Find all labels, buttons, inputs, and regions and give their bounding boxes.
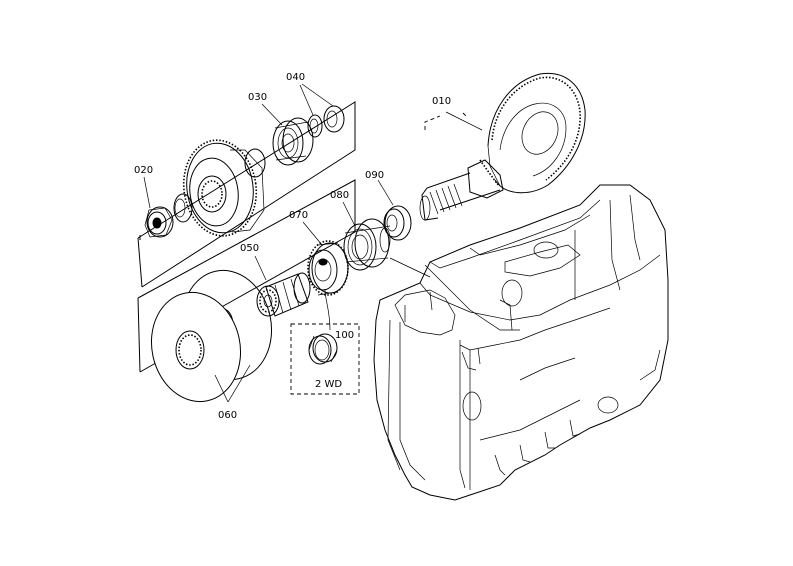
part-060-shim-plates bbox=[150, 269, 273, 403]
part-050-splined-collar bbox=[256, 272, 311, 317]
label-050: 050 bbox=[240, 243, 259, 254]
transmission-housing bbox=[373, 184, 669, 501]
label-060: 060 bbox=[218, 410, 237, 421]
part-labels: 010 020 030 040 050 060 070 080 090 100 … bbox=[134, 72, 451, 421]
part-040-shims bbox=[307, 105, 345, 138]
part-090-collar bbox=[383, 205, 412, 241]
label-090: 090 bbox=[365, 170, 384, 181]
label-070: 070 bbox=[289, 210, 308, 221]
label-040: 040 bbox=[286, 72, 305, 83]
part-080-bearing bbox=[343, 218, 391, 271]
part-010-bevel-gear-shaft bbox=[419, 72, 586, 221]
part-030-bearing bbox=[272, 117, 314, 166]
small-spacer bbox=[173, 193, 193, 223]
label-030: 030 bbox=[248, 92, 267, 103]
large-gear bbox=[182, 139, 266, 237]
label-020: 020 bbox=[134, 165, 153, 176]
label-010: 010 bbox=[432, 96, 451, 107]
part-020-nut bbox=[144, 206, 174, 238]
label-080: 080 bbox=[330, 190, 349, 201]
label-100: 100 bbox=[335, 330, 354, 341]
part-070-gear bbox=[307, 240, 349, 296]
label-2wd: 2 WD bbox=[315, 379, 342, 390]
part-100-collar-2wd bbox=[290, 288, 360, 395]
leader-lines bbox=[143, 83, 394, 403]
